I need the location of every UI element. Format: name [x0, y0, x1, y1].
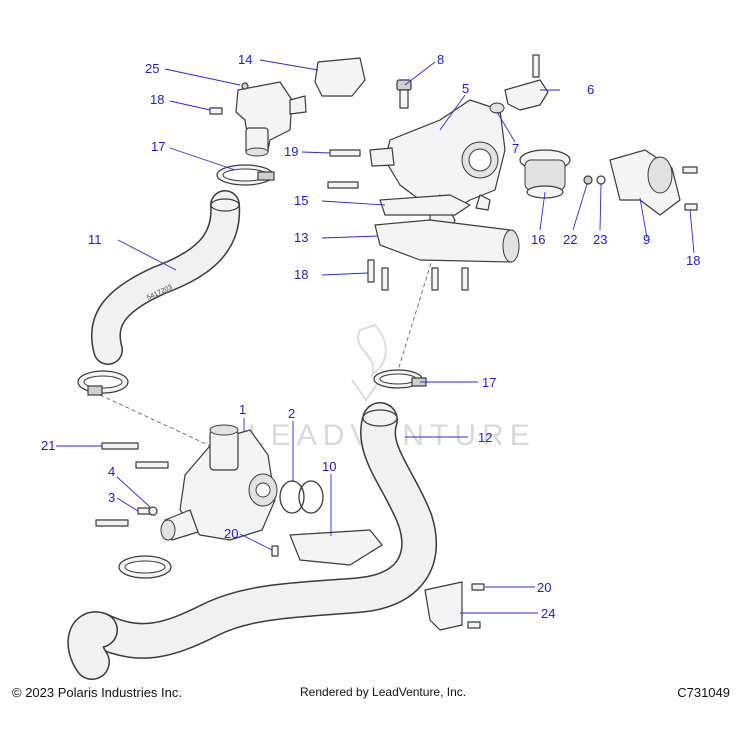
hose-clamp-mid-left	[77, 370, 129, 396]
callout-6: 6	[587, 82, 594, 97]
temperature-sensor-8	[396, 79, 412, 109]
bolt-bracket-lower	[467, 621, 481, 629]
watermark-flame-icon	[357, 323, 387, 378]
callout-20-lower-left: 20	[224, 526, 238, 541]
callout-5: 5	[462, 81, 469, 96]
callout-9: 9	[643, 232, 650, 247]
coolant-pipe-13	[374, 219, 520, 263]
hose-11: 5417203	[90, 190, 241, 365]
bolt-20-lower-left	[271, 545, 279, 557]
washer-22	[583, 175, 593, 185]
water-pump-1	[160, 424, 278, 541]
hose-12	[67, 402, 437, 680]
callout-18-right: 18	[686, 253, 700, 268]
callout-4: 4	[108, 464, 115, 479]
o-ring-7	[489, 102, 505, 114]
callout-17-upper: 17	[151, 139, 165, 154]
callout-14: 14	[238, 52, 252, 67]
callout-19: 19	[284, 144, 298, 159]
callout-22: 22	[563, 232, 577, 247]
bolt-20-right	[471, 583, 485, 591]
callout-8: 8	[437, 52, 444, 67]
bolts-18-row	[367, 259, 469, 291]
callout-24: 24	[541, 606, 555, 621]
callout-18-middle: 18	[294, 267, 308, 282]
bolt-pump-mid	[135, 461, 169, 469]
hose-clamp-lower-left	[118, 555, 172, 579]
callout-1: 1	[239, 402, 246, 417]
assembly-line-pump-hose	[99, 394, 231, 456]
callout-7: 7	[512, 141, 519, 156]
callout-13: 13	[294, 230, 308, 245]
hose-clamp-17-lower	[373, 369, 427, 389]
callout-18-upper: 18	[150, 92, 164, 107]
callout-17-lower: 17	[482, 375, 496, 390]
o-ring-23	[596, 175, 606, 185]
copyright-text: © 2023 Polaris Industries Inc.	[12, 685, 182, 700]
callout-10: 10	[322, 459, 336, 474]
rendered-by-text: Rendered by LeadVenture, Inc.	[300, 685, 467, 699]
callout-23: 23	[593, 232, 607, 247]
callout-21: 21	[41, 438, 55, 453]
assembly-line-housing-hose	[394, 249, 436, 381]
bolt-right-upper	[682, 166, 698, 174]
bracket-plate-10	[289, 529, 383, 566]
fitting-6	[504, 54, 549, 111]
callout-12: 12	[478, 430, 492, 445]
o-rings-2	[279, 480, 324, 514]
callout-20-right: 20	[537, 580, 551, 595]
bracket-24	[424, 581, 463, 631]
callout-leader-lines	[56, 59, 695, 614]
bolt-18-upper	[209, 107, 223, 115]
bolt-19	[329, 149, 361, 157]
callout-3: 3	[108, 490, 115, 505]
callout-16: 16	[531, 232, 545, 247]
bolt-21	[101, 442, 139, 450]
gasket-14	[314, 57, 366, 97]
diagram-code: C731049	[677, 685, 730, 700]
thermostat-16	[519, 149, 571, 199]
callout-15: 15	[294, 193, 308, 208]
bolt-3	[137, 507, 151, 515]
thermostat-cover-9	[609, 149, 681, 216]
outlet-housing-25	[235, 81, 307, 157]
callout-25: 25	[145, 61, 159, 76]
washer-4	[148, 506, 158, 516]
thermostat-housing-5	[369, 99, 506, 242]
callout-labels: 25 14 18 17 8 5 6 7 19 15 13 18 16 22 23…	[41, 52, 700, 621]
callout-2: 2	[288, 406, 295, 421]
watermark-chevron-icon	[351, 379, 381, 402]
bolt-18-right	[684, 203, 698, 211]
bolt-upper-housing	[327, 181, 359, 189]
bolt-pump-lower	[95, 519, 129, 527]
callout-11: 11	[88, 232, 102, 247]
hose-clamp-17-upper	[216, 164, 275, 186]
gasket-15	[379, 194, 471, 216]
